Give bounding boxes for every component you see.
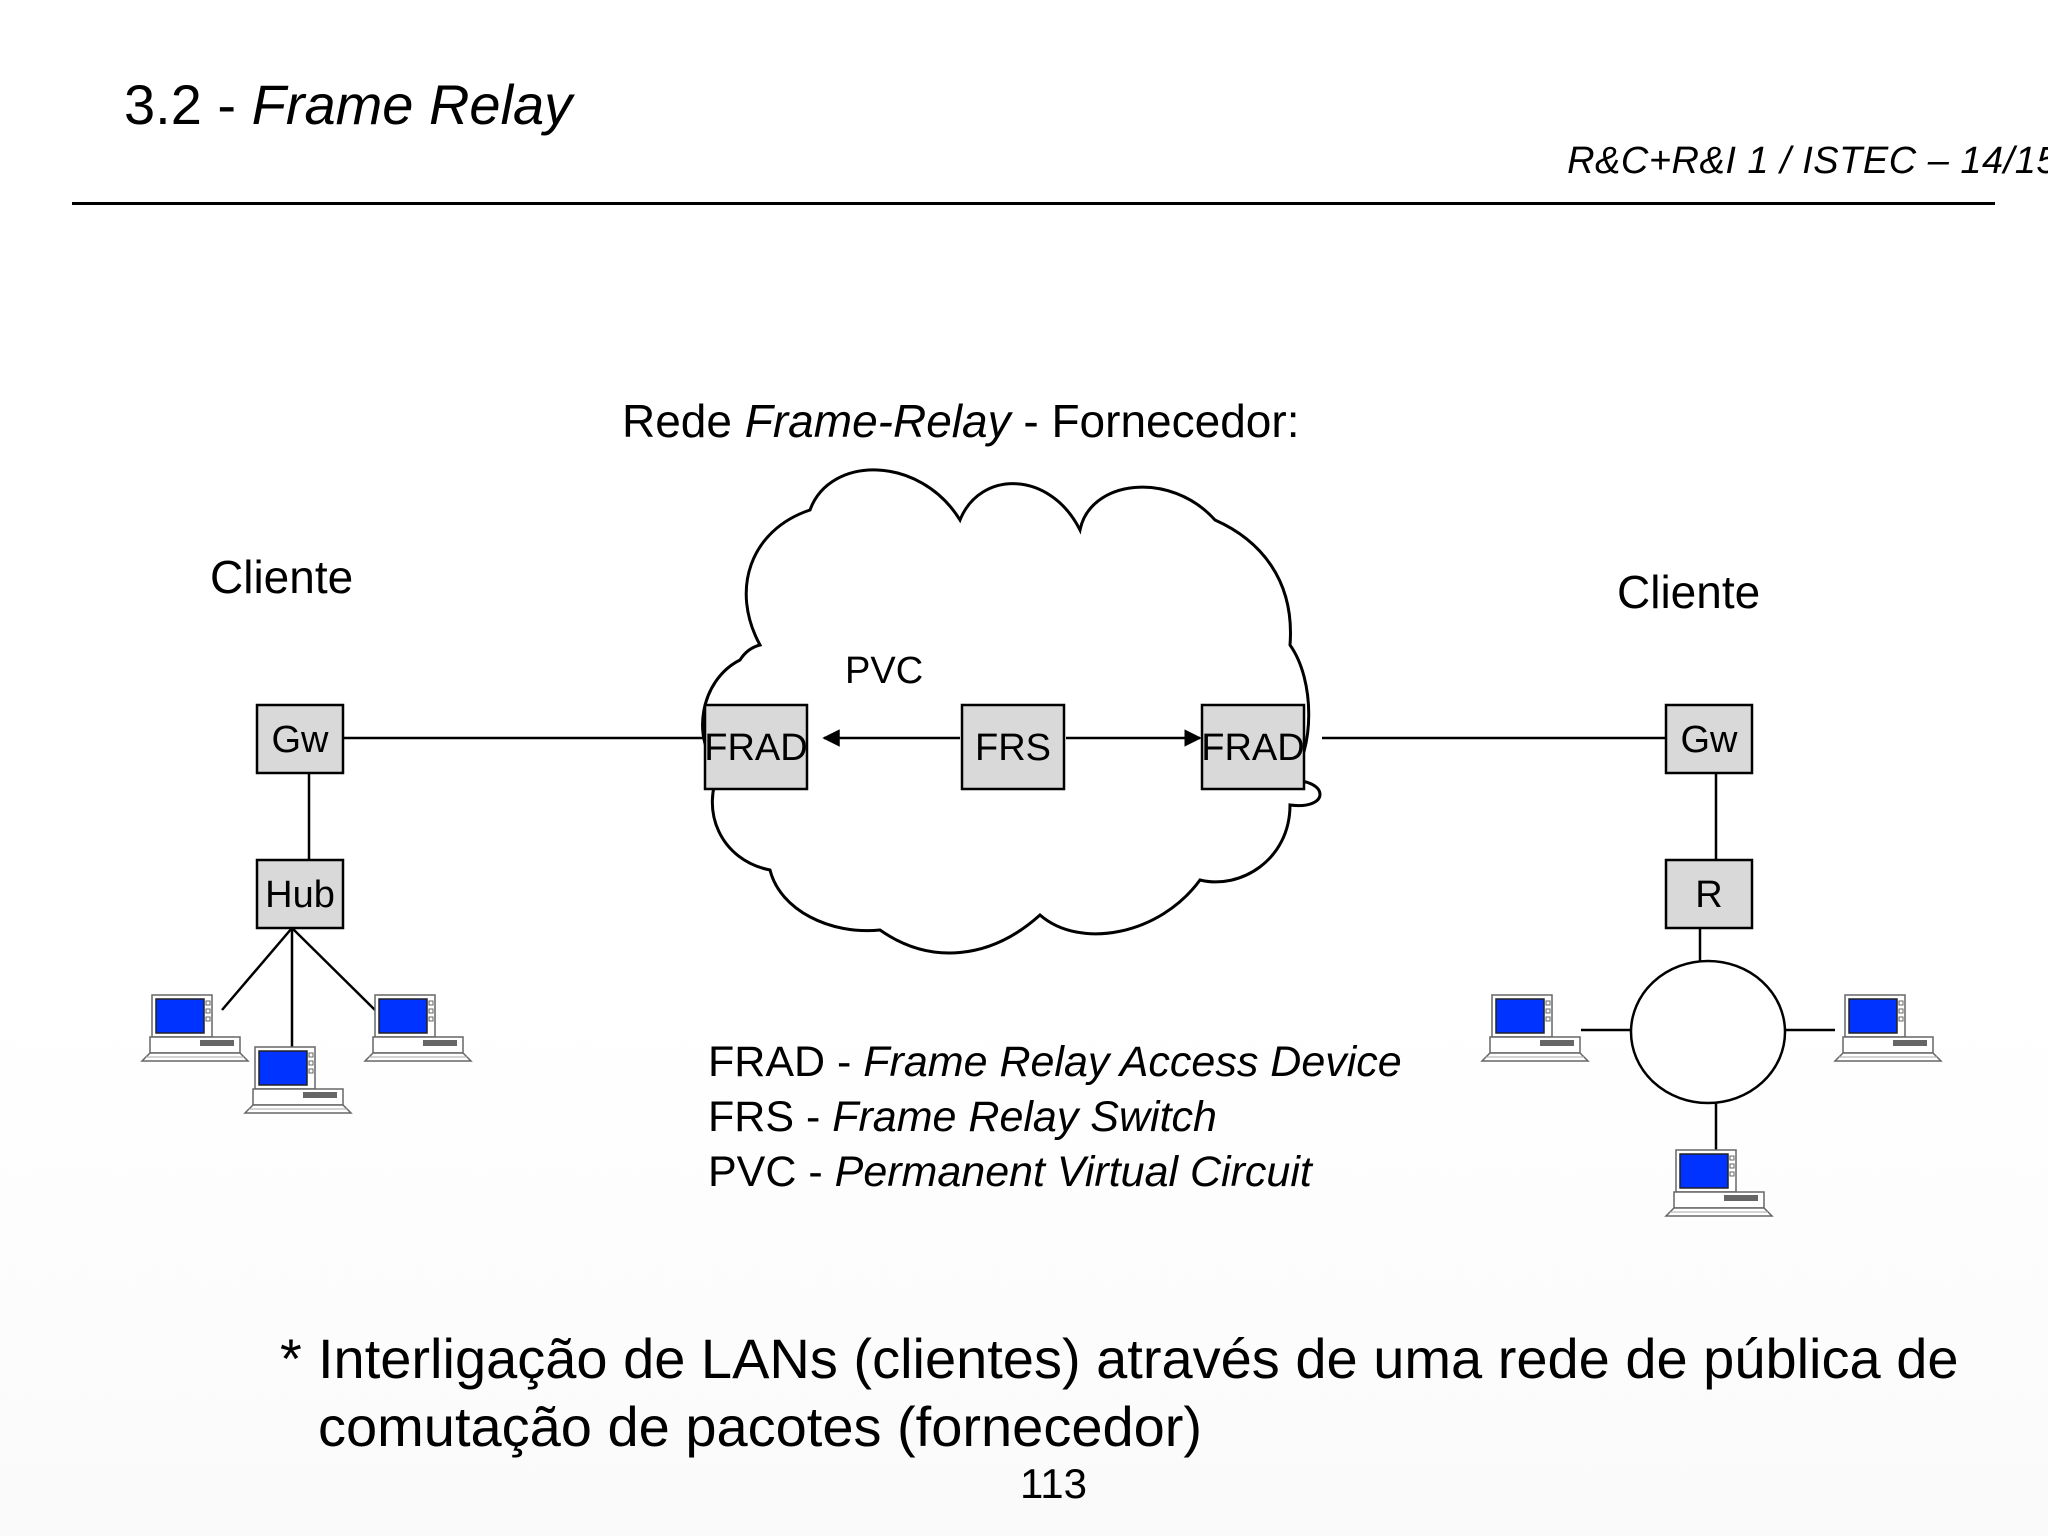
right-computer-right bbox=[1834, 994, 1942, 1062]
left-computer-3 bbox=[364, 994, 472, 1062]
frad-left-label: FRAD bbox=[704, 727, 807, 769]
frs-label: FRS bbox=[975, 727, 1051, 769]
bullet-text: Interligação de LANs (clientes) através … bbox=[318, 1327, 1959, 1458]
hub-link-pc-3 bbox=[291, 927, 376, 1011]
left-computer-1 bbox=[141, 994, 249, 1062]
hub-label: Hub bbox=[265, 874, 335, 916]
left-gateway-box bbox=[255, 703, 345, 775]
router-label: R bbox=[1695, 874, 1722, 916]
right-computer-left bbox=[1481, 994, 1589, 1062]
legend-frad: FRAD - Frame Relay Access Device bbox=[708, 1038, 1402, 1086]
legend-frs: FRS - Frame Relay Switch bbox=[708, 1093, 1217, 1141]
frad-left-box bbox=[703, 703, 809, 791]
ring-network bbox=[1629, 959, 1787, 1105]
left-computer-2 bbox=[244, 1046, 352, 1114]
right-client-label: Cliente bbox=[1617, 566, 1760, 618]
left-gateway-label: Gw bbox=[272, 719, 330, 761]
right-gateway-box bbox=[1664, 703, 1754, 775]
right-gateway-label: Gw bbox=[1681, 719, 1739, 761]
frs-box bbox=[960, 703, 1066, 791]
frad-right-box bbox=[1200, 703, 1306, 791]
bullet-star: * bbox=[280, 1327, 302, 1390]
left-client-label: Cliente bbox=[210, 551, 353, 603]
legend-pvc: PVC - Permanent Virtual Circuit bbox=[708, 1148, 1314, 1196]
course-tag: R&C+R&I 1 / ISTEC – 14/15 bbox=[1567, 140, 2048, 182]
slide-title-topic: Frame Relay bbox=[251, 73, 573, 136]
router-box bbox=[1664, 858, 1754, 930]
hub-box bbox=[255, 858, 345, 930]
header-divider bbox=[72, 202, 1995, 205]
slide-title-number: 3.2 - bbox=[124, 73, 252, 136]
frad-right-label: FRAD bbox=[1201, 727, 1304, 769]
right-computer-bottom bbox=[1665, 1149, 1773, 1217]
slide-title: 3.2 - Frame Relay bbox=[124, 72, 572, 137]
page-number: 113 bbox=[1020, 1460, 1087, 1507]
network-title: Rede Frame-Relay - Fornecedor: bbox=[622, 395, 1299, 447]
bullet-point: * Interligação de LANs (clientes) atravé… bbox=[280, 1325, 2030, 1461]
pvc-label: PVC bbox=[845, 650, 923, 692]
hub-link-pc-1 bbox=[221, 927, 293, 1011]
